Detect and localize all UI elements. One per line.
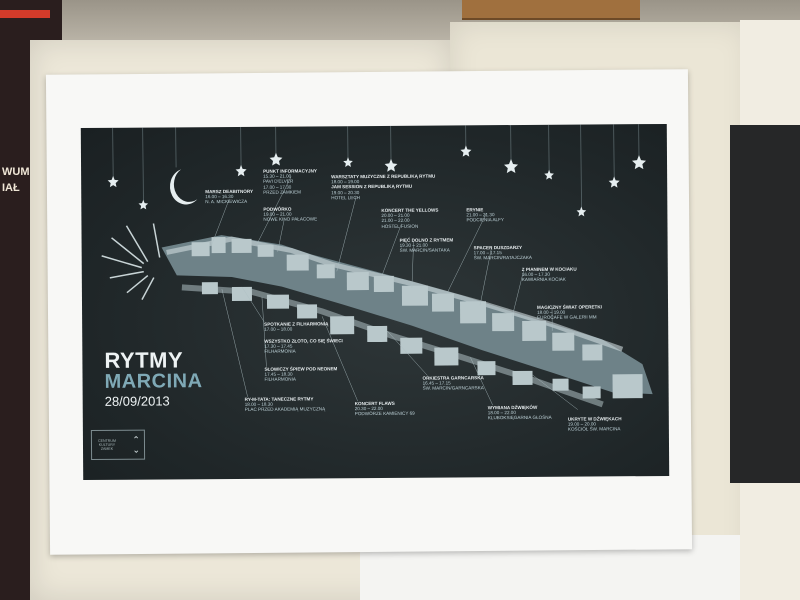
organizer-logo: CENTRUM KULTURY ZAMEK ⌃⌄ (90, 429, 146, 460)
logo-text: CENTRUM KULTURY ZAMEK (97, 438, 116, 451)
left-poster-text: IAŁ (2, 182, 20, 194)
left-poster-text: WUM (2, 166, 30, 178)
logo-chevron-icon: ⌃⌄ (132, 434, 141, 455)
city-blocks (161, 235, 653, 408)
plaza-rays (101, 223, 161, 300)
wooden-beam (462, 0, 640, 20)
poster-title-line2: MARCINA (104, 370, 203, 393)
poster-red-stripe (0, 10, 50, 18)
star-icon (107, 145, 647, 217)
poster-date: 28/09/2013 (104, 393, 170, 409)
map-illustration (101, 124, 653, 410)
leader-lines (211, 176, 578, 410)
moon-icon (169, 169, 198, 205)
dark-poster-right (730, 125, 800, 483)
